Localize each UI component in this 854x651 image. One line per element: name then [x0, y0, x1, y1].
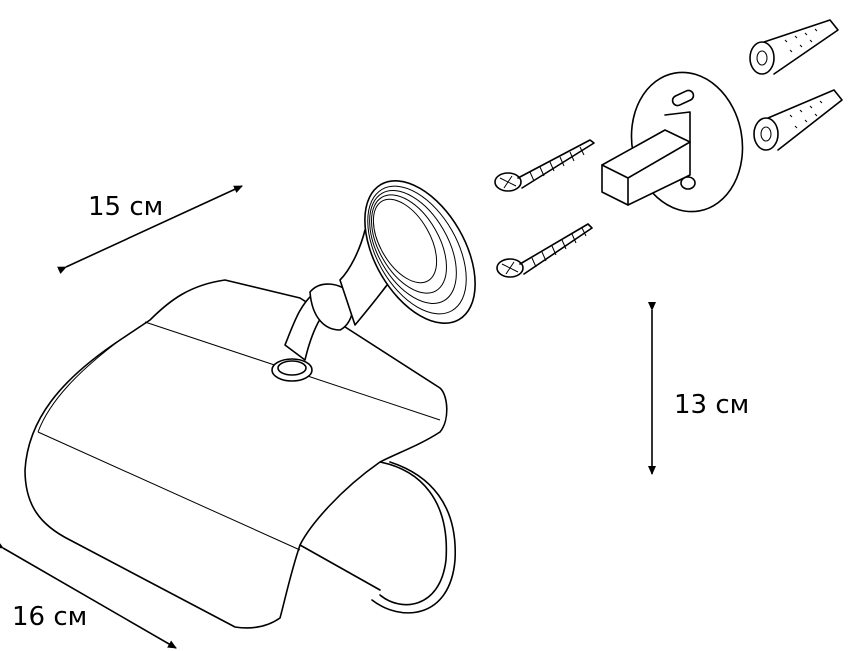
- depth-label: 16 см: [12, 602, 88, 632]
- height-label: 13 см: [674, 390, 750, 420]
- wall-plug-top: [749, 19, 839, 75]
- roll-arm: [299, 461, 456, 614]
- cover: [24, 279, 448, 629]
- depth-arrow: [0, 540, 177, 649]
- wall-plate: [601, 71, 744, 213]
- width-label: 15 см: [88, 192, 164, 222]
- screw-top: [494, 139, 595, 192]
- screw-bottom: [496, 223, 593, 278]
- flange: [364, 180, 476, 324]
- width-arrow: [57, 185, 243, 274]
- mount-arm: [271, 229, 406, 382]
- wall-plug-bottom: [753, 89, 843, 151]
